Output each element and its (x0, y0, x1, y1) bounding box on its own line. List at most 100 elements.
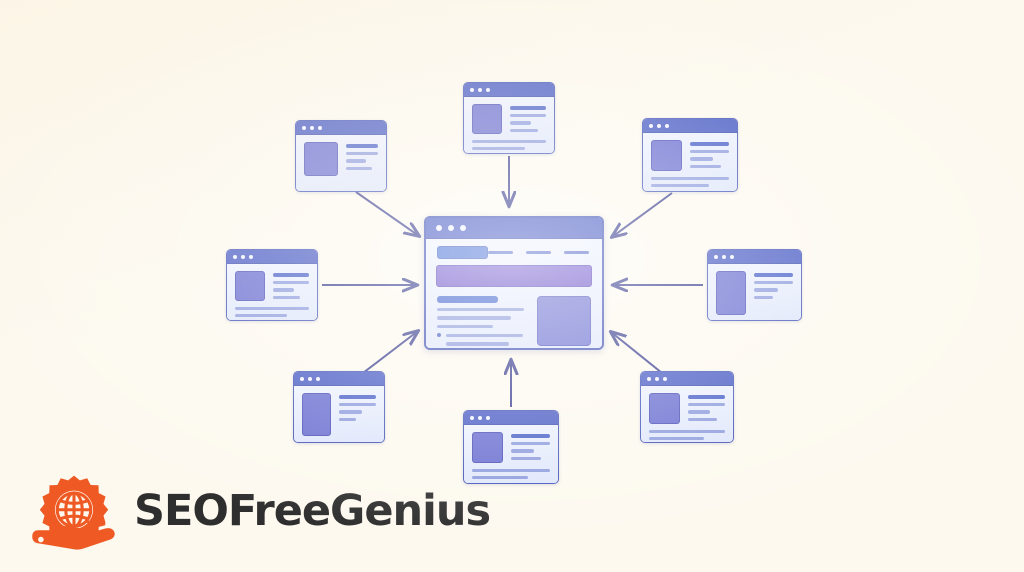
brand-wordmark: SEOFreeGenius (134, 486, 491, 536)
window-dot-maximize-icon (249, 254, 253, 259)
window-dot-close-icon (302, 125, 306, 130)
hero-banner (436, 265, 592, 287)
text-line (510, 106, 546, 111)
window-dot-minimize-icon (655, 376, 659, 381)
footer-text-lines (649, 430, 725, 441)
sidebar-card (537, 295, 591, 346)
text-line (273, 273, 309, 278)
link-arrow-bottom-left (358, 331, 418, 377)
backlink-window-top-right[interactable] (642, 118, 738, 192)
text-line (273, 295, 301, 299)
central-window-titlebar (426, 218, 602, 239)
nav-item[interactable] (526, 250, 551, 255)
backlink-window-bottom-center[interactable] (463, 410, 559, 484)
window-dot-minimize-icon (478, 415, 482, 420)
text-line (346, 166, 372, 170)
window-titlebar (464, 411, 558, 425)
text-line (754, 295, 773, 299)
content-text-line (446, 342, 509, 346)
text-line (649, 437, 704, 441)
thumbnail-block (649, 393, 680, 424)
window-dot-maximize-icon (486, 87, 490, 92)
window-dot-minimize-icon (657, 123, 661, 128)
window-dot-minimize-icon (308, 376, 312, 381)
content-text-line (437, 307, 525, 312)
text-line (511, 456, 542, 460)
thumbnail-block (716, 271, 746, 315)
window-dot-minimize-icon (310, 125, 314, 130)
text-line (235, 307, 309, 311)
text-line (510, 114, 546, 118)
window-dot-minimize-icon (722, 254, 726, 259)
window-dot-close-icon (470, 87, 474, 92)
text-line (688, 395, 725, 400)
window-titlebar (641, 372, 733, 386)
backlink-window-middle-right[interactable] (707, 249, 802, 321)
window-titlebar (296, 121, 386, 135)
text-line (754, 281, 793, 285)
link-arrow-top-left (355, 191, 419, 236)
window-content-row (649, 393, 725, 424)
text-line (472, 469, 550, 473)
central-window-body (426, 239, 602, 348)
content-bullet-item (437, 333, 527, 338)
text-line (273, 288, 294, 292)
backlink-window-bottom-right[interactable] (640, 371, 734, 443)
text-lines (688, 393, 725, 421)
backlink-window-bottom-left[interactable] (293, 371, 385, 443)
window-titlebar (227, 250, 317, 264)
thumbnail-block (472, 432, 503, 463)
content-text-line (437, 316, 511, 320)
text-line (688, 417, 717, 421)
window-content-row (235, 271, 309, 301)
window-dot-minimize-icon (241, 254, 245, 259)
window-titlebar (708, 250, 801, 264)
text-line (235, 314, 287, 318)
thumbnail-block (302, 393, 331, 436)
text-line (690, 150, 729, 154)
window-dot-minimize-icon (478, 87, 482, 92)
content-text-line (437, 324, 493, 329)
nav-item[interactable] (564, 250, 589, 255)
window-content-row (304, 142, 378, 176)
text-line (651, 184, 709, 188)
footer-text-lines (235, 307, 309, 318)
site-logo-block (437, 246, 488, 259)
text-line (346, 159, 366, 163)
text-line (472, 147, 526, 151)
window-dot-maximize-icon (460, 225, 466, 231)
text-line (472, 140, 546, 144)
backlink-window-top-left[interactable] (295, 120, 387, 192)
brand-logo[interactable]: SEOFreeGenius (28, 472, 491, 550)
window-body (227, 264, 317, 320)
text-lines (346, 142, 378, 170)
text-line (754, 273, 793, 278)
central-website-window[interactable] (424, 216, 604, 350)
text-line (510, 121, 531, 125)
text-line (339, 417, 357, 421)
nav-item[interactable] (488, 250, 513, 255)
thumbnail-block (304, 142, 338, 176)
thumbnail-block (235, 271, 265, 301)
window-dot-minimize-icon (448, 225, 454, 231)
window-body (464, 425, 558, 483)
window-content-row (472, 104, 546, 134)
backlink-window-middle-left[interactable] (226, 249, 318, 321)
window-dot-maximize-icon (665, 123, 669, 128)
window-titlebar (464, 83, 554, 97)
window-dot-close-icon (714, 254, 718, 259)
text-line (472, 476, 529, 480)
text-line (511, 434, 550, 439)
link-arrow-bottom-right (611, 332, 668, 378)
window-content-row (302, 393, 376, 436)
content-heading-bar (437, 295, 499, 303)
text-line (510, 128, 539, 132)
window-body (464, 97, 554, 153)
text-line (339, 403, 376, 407)
text-line (690, 164, 722, 168)
window-body (294, 386, 384, 442)
backlink-window-top-center[interactable] (463, 82, 555, 154)
thumbnail-block (651, 140, 682, 171)
window-body (296, 135, 386, 191)
